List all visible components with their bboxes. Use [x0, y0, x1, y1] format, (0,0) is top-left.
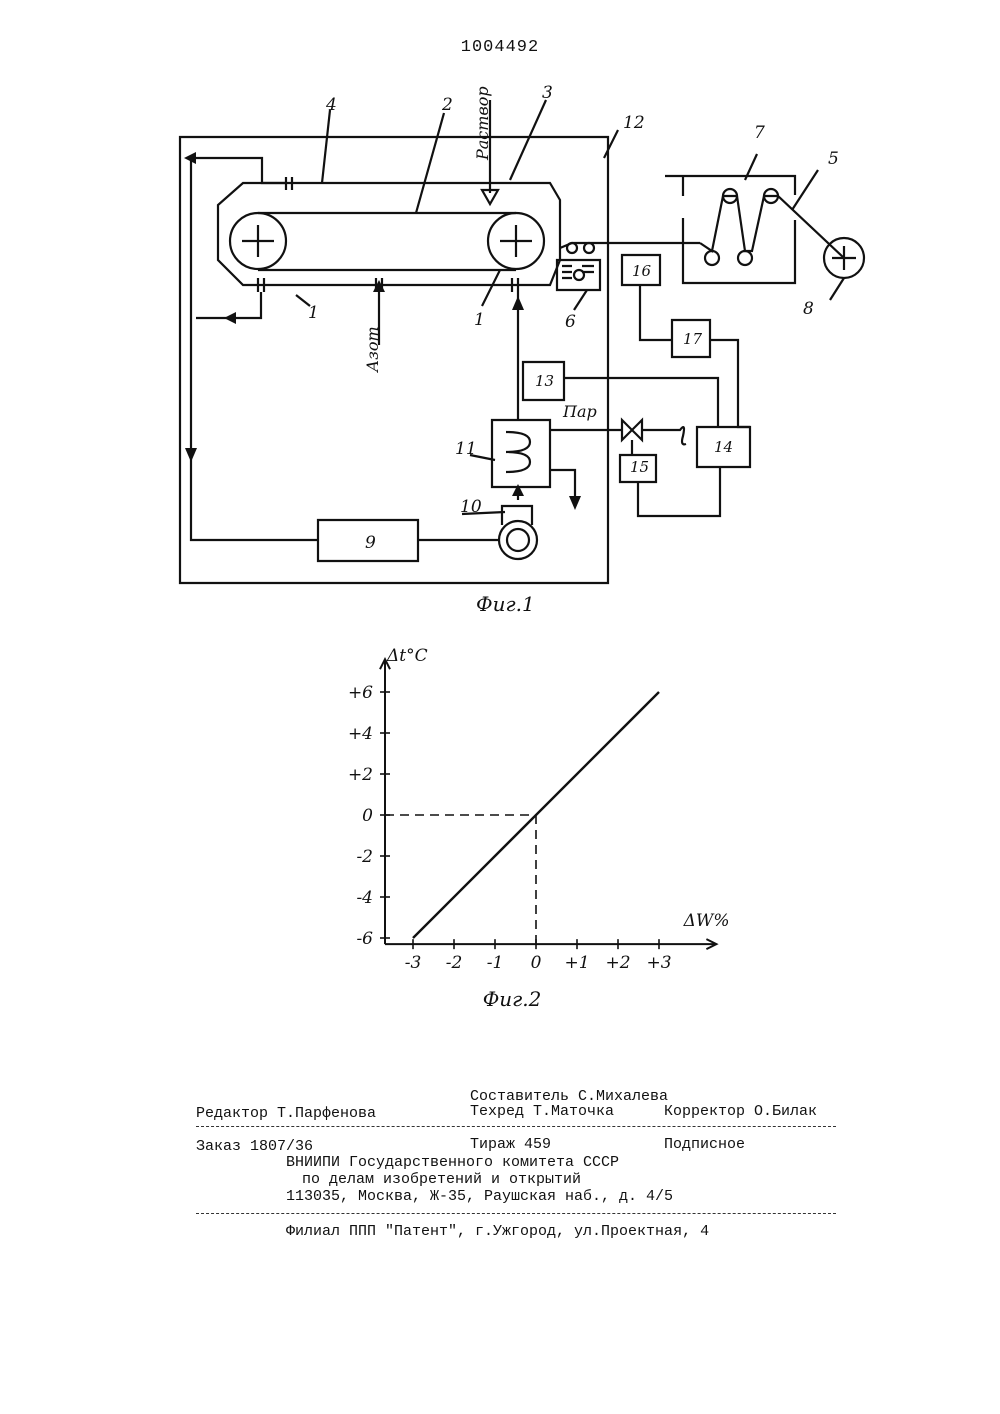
org-line-1: ВНИИПИ Государственного комитета СССР: [286, 1154, 619, 1171]
y-axis-label: Δt°C: [386, 646, 428, 666]
label-14: 14: [714, 438, 733, 456]
x-tick-label: +1: [564, 953, 589, 973]
y-tick-label: +4: [348, 724, 373, 744]
x-tick-label: -2: [446, 953, 463, 973]
techred: Техред Т.Маточка: [470, 1103, 614, 1120]
x-tick-label: -1: [487, 953, 504, 973]
y-tick-label: -6: [356, 929, 373, 949]
y-tick-label: +6: [348, 683, 373, 703]
divider-top: [196, 1126, 836, 1127]
x-tick-label: +2: [605, 953, 630, 973]
figure-2-chart: +6 +4 +2 0 -2 -4 -6 -3 -2 -1 0 +1 +2 +3 Δt°C ΔW% Фиг.2: [300, 630, 740, 1020]
label-nitrogen: Азот: [363, 326, 382, 373]
label-13: 13: [535, 372, 554, 390]
label-11: 11: [455, 439, 477, 459]
address: 113035, Москва, Ж-35, Раушская наб., д. …: [286, 1188, 673, 1205]
label-1b: 1: [474, 310, 485, 330]
y-tick-label: -4: [356, 888, 373, 908]
label-1a: 1: [308, 303, 319, 323]
x-axis-label: ΔW%: [683, 911, 730, 931]
y-tick-label: +2: [348, 765, 373, 785]
x-tick-label: 0: [531, 953, 542, 973]
label-solution: Раствор: [473, 86, 492, 161]
label-10: 10: [460, 497, 482, 517]
editor: Редактор Т.Парфенова: [196, 1105, 376, 1122]
subscription: Подписное: [664, 1136, 745, 1153]
y-tick-label: 0: [362, 806, 373, 826]
label-8: 8: [803, 299, 814, 319]
y-tick-label: -2: [356, 847, 373, 867]
label-16: 16: [632, 262, 652, 280]
circulation: Тираж 459: [470, 1136, 551, 1153]
label-7: 7: [754, 123, 765, 143]
x-tick-label: +3: [646, 953, 671, 973]
label-12: 12: [623, 113, 645, 133]
branch: Филиал ППП "Патент", г.Ужгород, ул.Проек…: [286, 1223, 709, 1240]
label-5: 5: [828, 149, 839, 169]
label-2: 2: [441, 95, 453, 115]
order: Заказ 1807/36: [196, 1138, 313, 1155]
figure-1-caption: Фиг.1: [476, 592, 535, 616]
label-9: 9: [365, 533, 376, 553]
label-15: 15: [630, 458, 649, 476]
patent-number: 1004492: [0, 38, 1000, 57]
org-line-2: по делам изобретений и открытий: [302, 1171, 581, 1188]
label-17: 17: [683, 330, 703, 348]
x-tick-label: -3: [405, 953, 422, 973]
label-4: 4: [325, 95, 337, 115]
figure-2-caption: Фиг.2: [483, 987, 542, 1011]
label-3: 3: [542, 83, 553, 103]
label-steam: Пар: [562, 402, 597, 421]
divider-bottom: [196, 1213, 836, 1214]
figure-1-diagram: Раствор Азот Пар 1 1 2 3 4 5 6 7 8 9 10 …: [0, 80, 1000, 630]
label-6: 6: [565, 312, 576, 332]
corrector: Корректор О.Билак: [664, 1103, 817, 1120]
